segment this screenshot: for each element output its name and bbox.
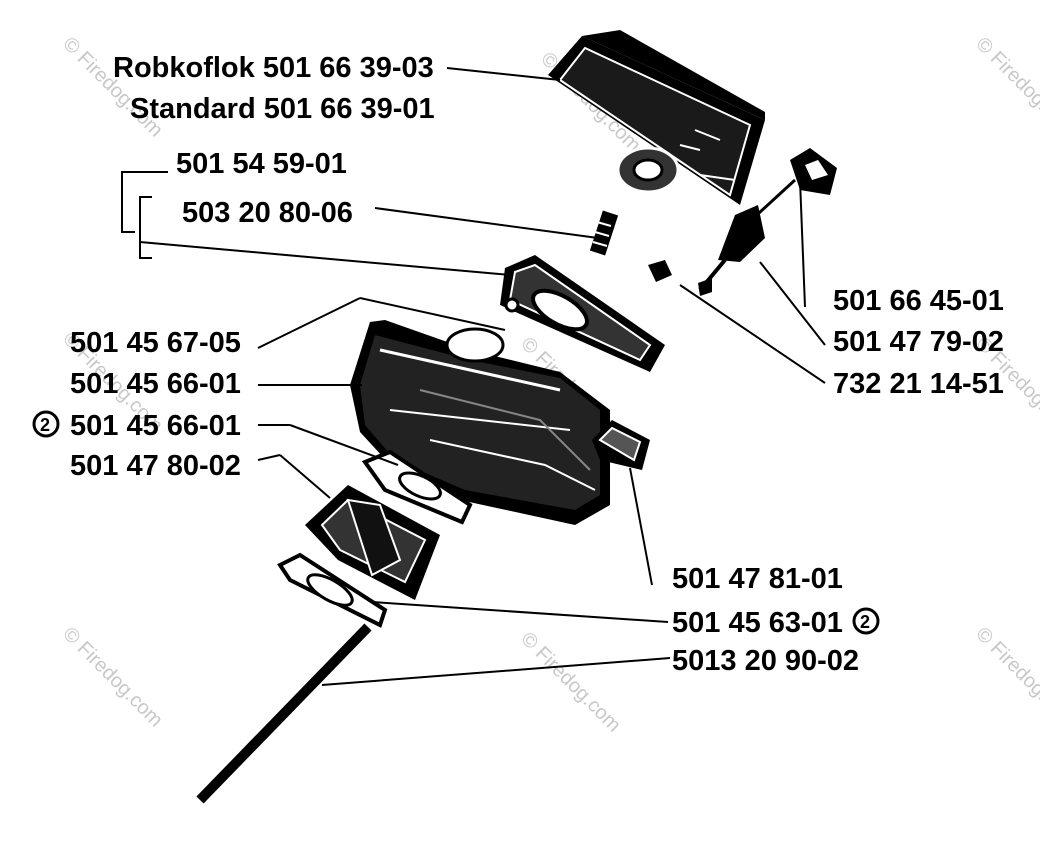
watermark: © Firedog.com [971, 33, 1040, 142]
cap-part [592, 420, 650, 470]
label-501-66-45-01: 501 66 45-01 [833, 285, 1004, 317]
label-5013-20-90-02: 5013 20 90-02 [672, 645, 859, 677]
circle-two-text: 2 [40, 415, 50, 435]
circle-two-marker-right: 2 [852, 607, 880, 635]
label-732-21-14-51: 732 21 14-51 [833, 368, 1004, 400]
choke-rod-part [698, 148, 837, 296]
label-501-45-66-01-circled: 501 45 66-01 [70, 410, 241, 442]
label-501-45-67-05: 501 45 67-05 [70, 327, 241, 359]
label-503-20-80-06: 503 20 80-06 [182, 197, 353, 229]
watermark: © Firedog.com [58, 623, 167, 732]
circle-two-text: 2 [860, 612, 870, 632]
label-robkoflok: Robkoflok 501 66 39-03 [113, 52, 434, 84]
label-501-47-81-01: 501 47 81-01 [672, 563, 843, 595]
label-standard: Standard 501 66 39-01 [130, 93, 435, 125]
watermark: © Firedog.com [971, 623, 1040, 732]
carburetor-adapter-part [500, 255, 665, 372]
screw-part [589, 210, 619, 256]
watermark: © Firedog.com [58, 33, 167, 142]
block-part [305, 485, 440, 600]
part-number-labels: Robkoflok 501 66 39-03 Standard 501 66 3… [32, 52, 1004, 677]
cylinder-cover-part [350, 320, 610, 525]
watermark: © Firedog.com [516, 628, 625, 737]
label-501-47-79-02: 501 47 79-02 [833, 326, 1004, 358]
air-filter-part [548, 30, 765, 205]
label-501-54-59-01: 501 54 59-01 [176, 148, 347, 180]
label-501-47-80-02: 501 47 80-02 [70, 450, 241, 482]
label-501-45-63-01: 501 45 63-01 [672, 607, 843, 639]
nut-part [648, 260, 672, 282]
leader-lines [121, 67, 826, 686]
circle-two-marker-left: 2 [32, 410, 60, 438]
rod-part [196, 623, 372, 804]
label-501-45-66-01: 501 45 66-01 [70, 368, 241, 400]
gasket-part [361, 449, 473, 525]
base-plate-part [277, 552, 388, 628]
